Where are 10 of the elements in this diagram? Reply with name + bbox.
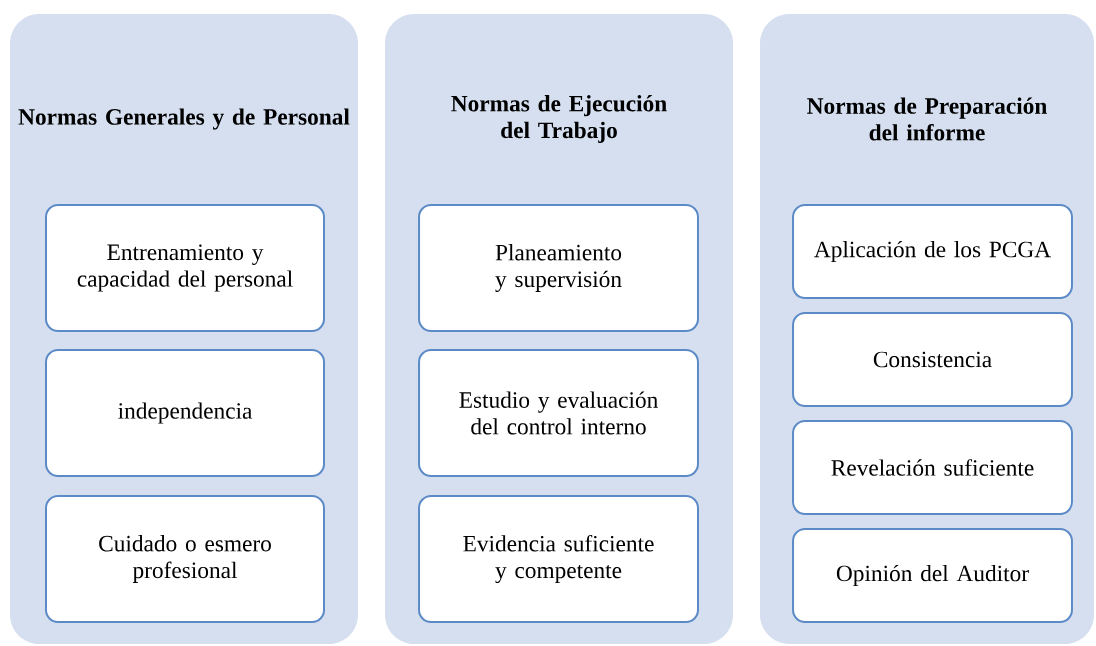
- item-box: independencia: [45, 349, 325, 477]
- item-box: Evidencia suficiente y competente: [418, 495, 699, 623]
- item-box: Opinión del Auditor: [792, 527, 1073, 624]
- item-box: Consistencia: [792, 311, 1073, 408]
- item-box: Entrenamiento y capacidad del personal: [45, 204, 325, 332]
- item-box: Estudio y evaluación del control interno: [418, 349, 699, 477]
- item-box: Revelación suficiente: [792, 419, 1073, 516]
- item-box: Cuidado o esmero profesional: [45, 495, 325, 623]
- item-box: Planeamiento y supervisión: [418, 204, 699, 332]
- item-box: Aplicación de los PCGA: [792, 203, 1073, 300]
